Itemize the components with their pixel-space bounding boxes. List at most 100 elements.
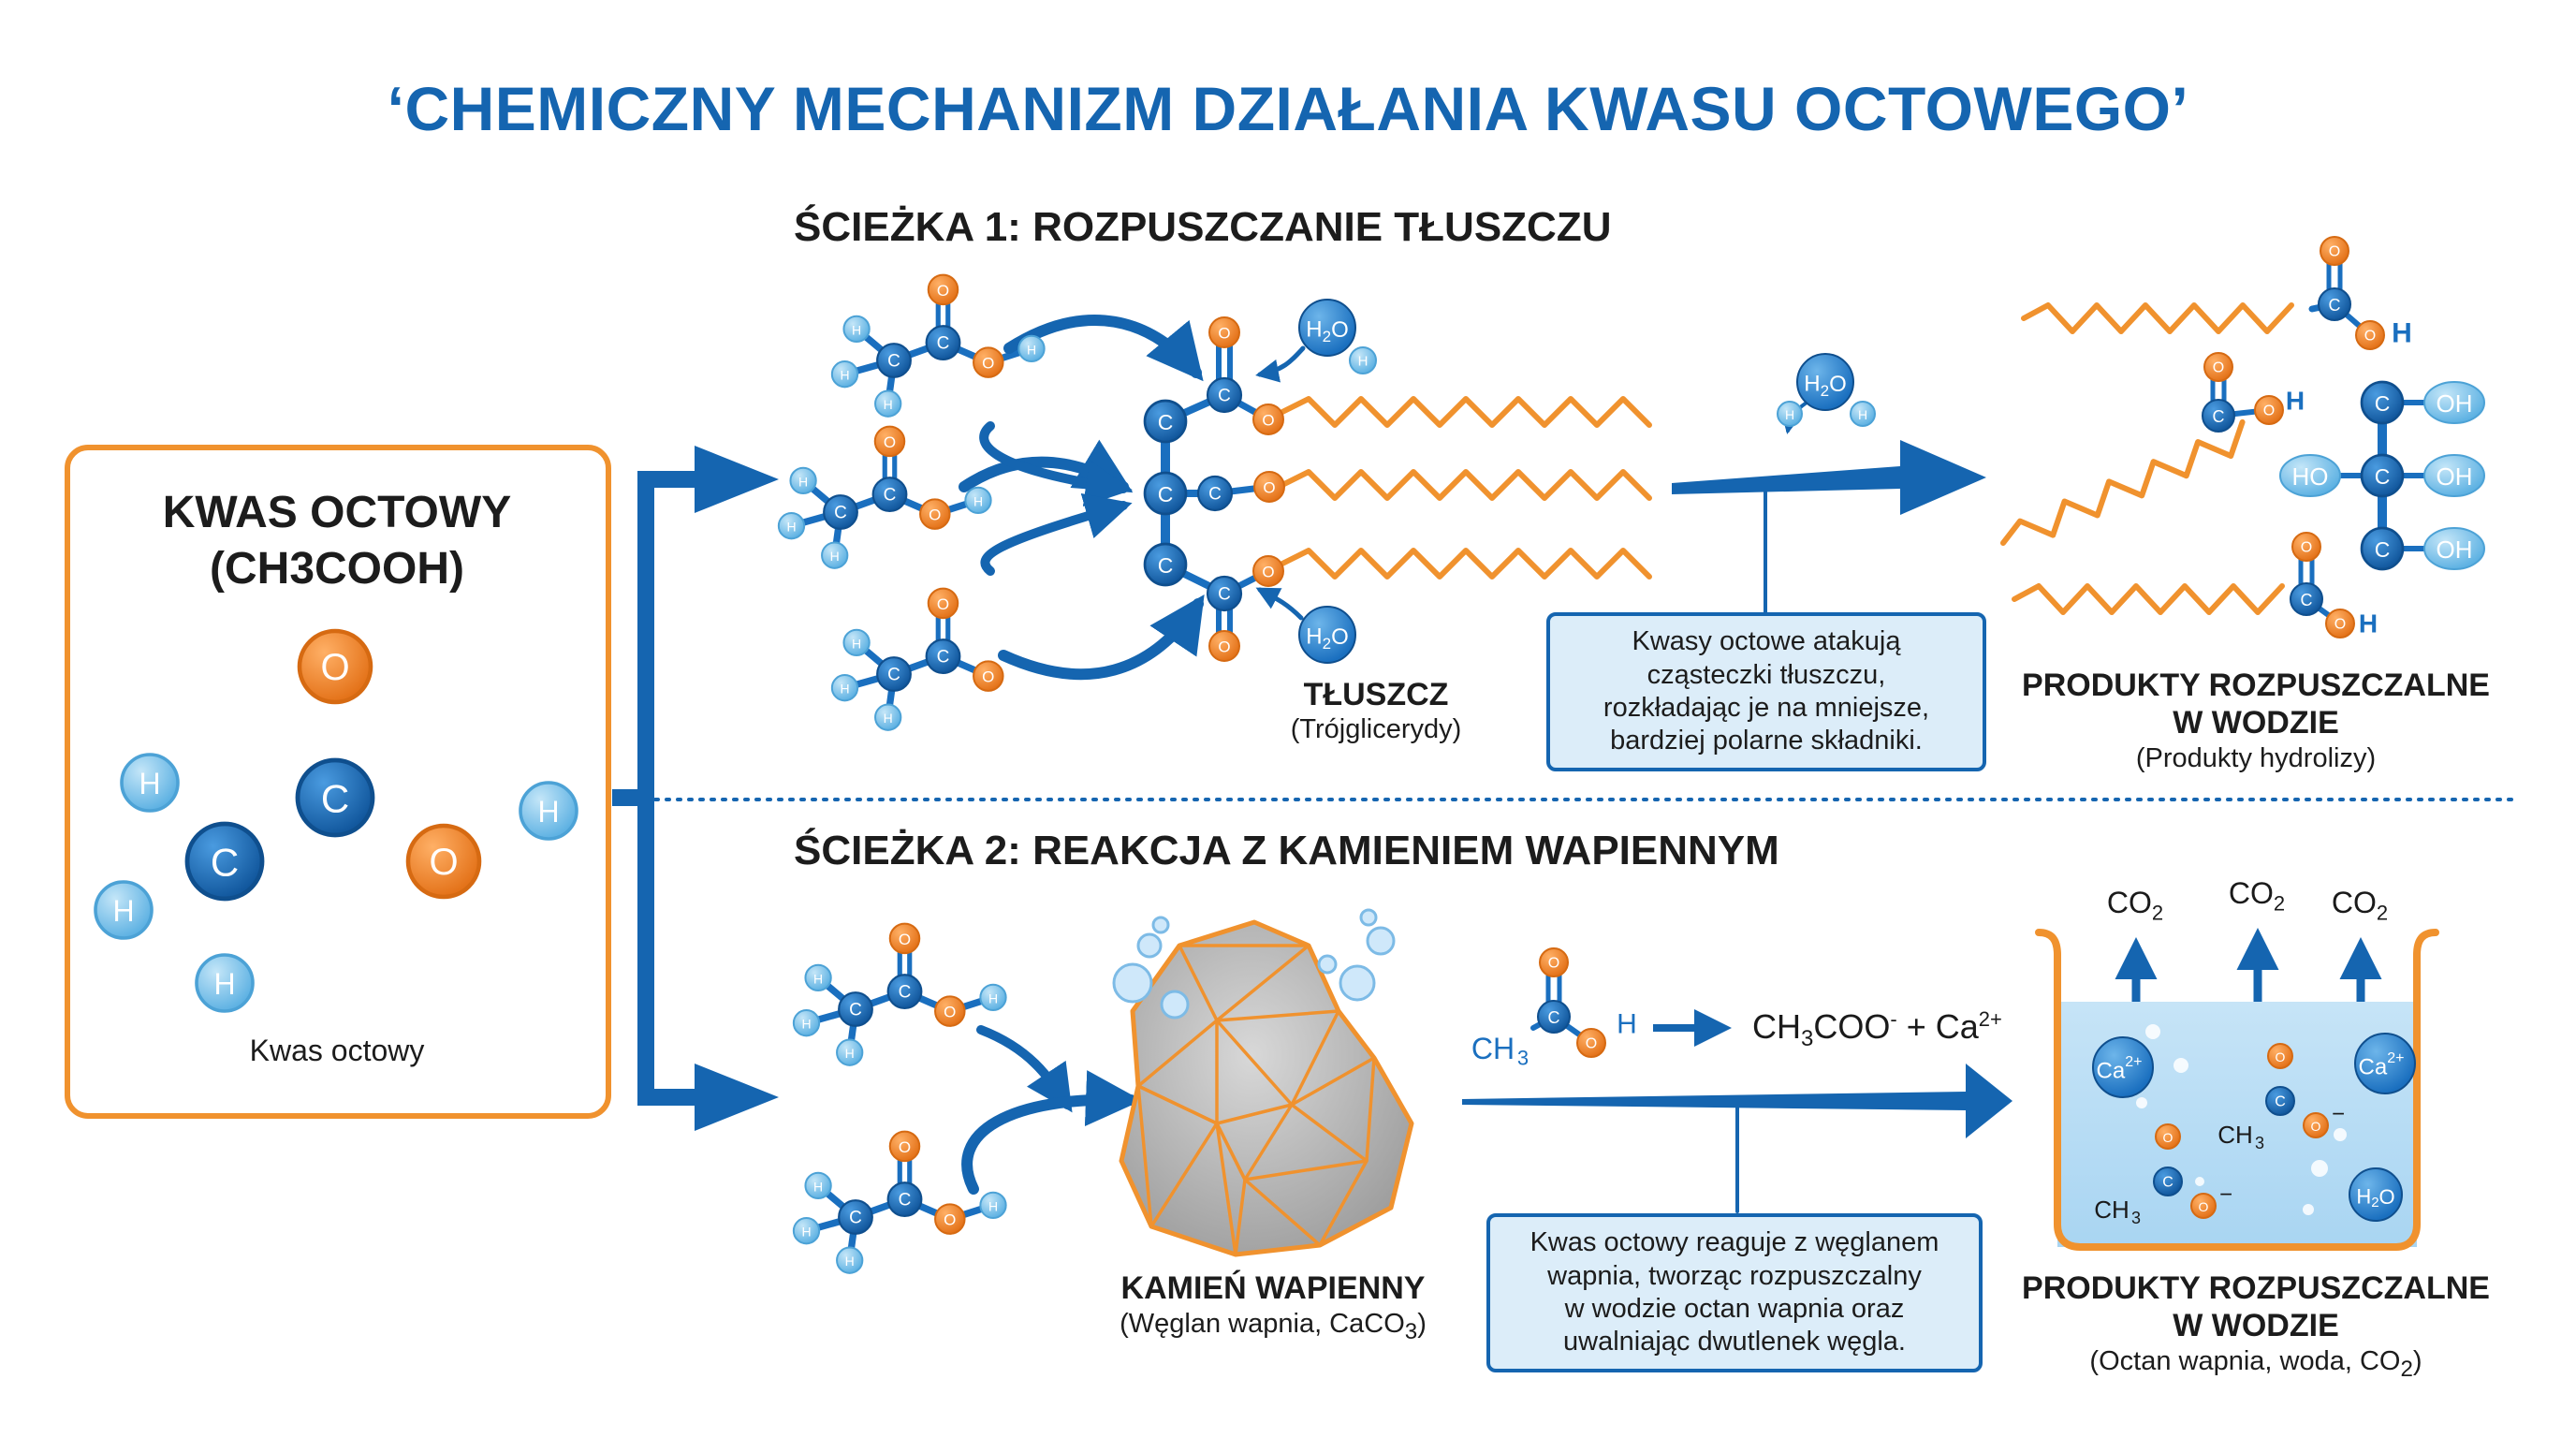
formula-sub3: 3: [1801, 1026, 1814, 1052]
oxygen-atom: [973, 346, 1004, 378]
oxygen-atom: [1253, 471, 1285, 503]
path1-products-label-line2: W WODZIE: [2173, 705, 2339, 741]
hydroxyl-h-label: H: [2392, 318, 2412, 349]
oxygen-atom-label: O: [2199, 1199, 2209, 1214]
formula-minus: -: [1890, 1007, 1897, 1031]
fat-label: TŁUSZCZ: [1303, 677, 1449, 712]
limestone-sublabel: (Węglan wapnia, CaCO3): [1058, 1309, 1488, 1345]
water-subscript: 2: [1821, 382, 1829, 400]
methyl-subscript: 3: [2255, 1134, 2264, 1152]
oxygen-atom-label: O: [899, 931, 911, 948]
oxygen-atom-label: O: [2329, 244, 2340, 260]
hydrogen-atom-label: H: [845, 1254, 855, 1269]
carbon-atom: [1143, 471, 1188, 516]
calcium-charge: 2+: [2125, 1054, 2142, 1070]
water-bubble: [2311, 1160, 2328, 1177]
path1-info-box: Kwasy octowe atakują cząsteczki tłuszczu…: [1546, 612, 1986, 771]
oxygen-atom-label: O: [944, 1211, 956, 1229]
fatty-acid-chain: [1280, 548, 1652, 580]
oxygen-atom: [2190, 1193, 2217, 1219]
oxygen-atom: [2320, 236, 2349, 266]
oxygen-atom-label: O: [1586, 1036, 1597, 1052]
rock-facet: [1215, 1009, 1340, 1107]
oxygen-atom: [973, 660, 1004, 692]
oxygen-atom-label: O: [937, 282, 949, 300]
hydrogen-atom-label: H: [112, 894, 134, 928]
carbon-atom-label: C: [2275, 1094, 2286, 1110]
carbon-atom-label: C: [899, 983, 912, 1003]
hydrogen-atom: [1850, 401, 1876, 427]
oxygen-atom-label: O: [2263, 404, 2275, 419]
hydroxyl-h-label: H: [2286, 387, 2305, 416]
hydrogen-atom: [830, 674, 859, 702]
oxygen-atom-label: O: [1218, 638, 1230, 656]
carbon-atom: [2153, 1167, 2183, 1196]
oxygen-atom: [405, 823, 482, 900]
methyl-subscript: 3: [2131, 1209, 2141, 1227]
carbon-atom: [1206, 575, 1243, 612]
path2-products-label-line2: W WODZIE: [2173, 1308, 2339, 1344]
hydrogen-atom: [842, 628, 871, 657]
limestone-sublabel-close: ): [1417, 1309, 1427, 1339]
carbon-atom-label: C: [849, 1209, 862, 1228]
oxygen-atom: [2254, 395, 2284, 425]
water-subscript: 2: [1323, 328, 1331, 345]
oxygen-atom-label: O: [929, 506, 941, 524]
oxygen-atom: [888, 1130, 921, 1163]
rock-facet: [1290, 1056, 1376, 1163]
carbon-atom-label: C: [937, 334, 950, 354]
carbon-atom: [871, 477, 908, 513]
hydroxyl-group: [2423, 454, 2485, 497]
carbon-atom: [2265, 1086, 2295, 1116]
carbon-atom-label: C: [321, 777, 349, 821]
product-chain: [2000, 418, 2246, 546]
hydroxyl-h-label: H: [2359, 609, 2378, 638]
hydroxyl-label: OH: [2437, 389, 2473, 418]
hydroxyl-label: OH: [2437, 536, 2473, 564]
carbon-atom-label: C: [1158, 482, 1174, 506]
carbon-atom: [2360, 453, 2405, 498]
hydroxyl-group: [2423, 381, 2485, 424]
hydrogen-atom-label: H: [884, 397, 893, 412]
co2-bubble: [1359, 908, 1378, 927]
acetic-acid-formula: (CH3COOH): [210, 544, 464, 594]
hydrogen-atom: [804, 963, 832, 992]
carbon-atom-label: C: [2162, 1175, 2174, 1191]
carbon-atom-label: C: [849, 1001, 862, 1020]
hydrogen-atom: [836, 1038, 864, 1066]
carbon-atom: [1196, 475, 1234, 512]
split-arrow-lower: [637, 798, 707, 1106]
water-bubble: [2334, 1128, 2347, 1141]
water-molecule: [1796, 353, 1854, 411]
carbon-atom: [876, 343, 912, 378]
water-subscript: 2: [2371, 1195, 2378, 1211]
oxygen-atom: [888, 922, 921, 955]
oxygen-atom-label: O: [320, 647, 349, 688]
hydrogen-atom-label: H: [988, 1198, 998, 1213]
carbon-atom: [2289, 581, 2324, 617]
hydrogen-atom: [120, 753, 180, 813]
path1-products-sublabel: (Produkty hydrolizy): [2135, 743, 2377, 773]
hydroxyl-group: [2423, 527, 2485, 570]
oxygen-atom: [2303, 1112, 2329, 1138]
path2-products-sublabel: (Octan wapnia, woda, CO2): [1975, 1346, 2537, 1383]
oxygen-atom: [1208, 316, 1240, 348]
co2-subscript: 2: [2273, 891, 2286, 916]
path1-info-line: cząsteczki tłuszczu,: [1647, 659, 1886, 690]
hydrogen-atom-label: H: [852, 636, 861, 651]
small-arrow: [1255, 345, 1306, 383]
water-bubble: [2195, 1177, 2204, 1186]
carbon-atom: [2317, 286, 2352, 322]
carbon-atom-label: C: [1158, 553, 1174, 578]
water-molecule: [2349, 1167, 2403, 1222]
rock-facet: [1136, 1084, 1219, 1228]
oxygen-atom-label: O: [982, 355, 994, 373]
carbon-atom: [925, 325, 961, 361]
hydrogen-atom-label: H: [845, 1046, 855, 1061]
carbon-atom: [823, 494, 858, 530]
hydrogen-atom: [842, 315, 871, 344]
hydrogen-atom: [874, 389, 902, 418]
oxygen-atom-label: O: [1263, 479, 1275, 497]
calcium-ion: [2354, 1033, 2416, 1094]
water-oxygen: O: [2379, 1185, 2395, 1209]
